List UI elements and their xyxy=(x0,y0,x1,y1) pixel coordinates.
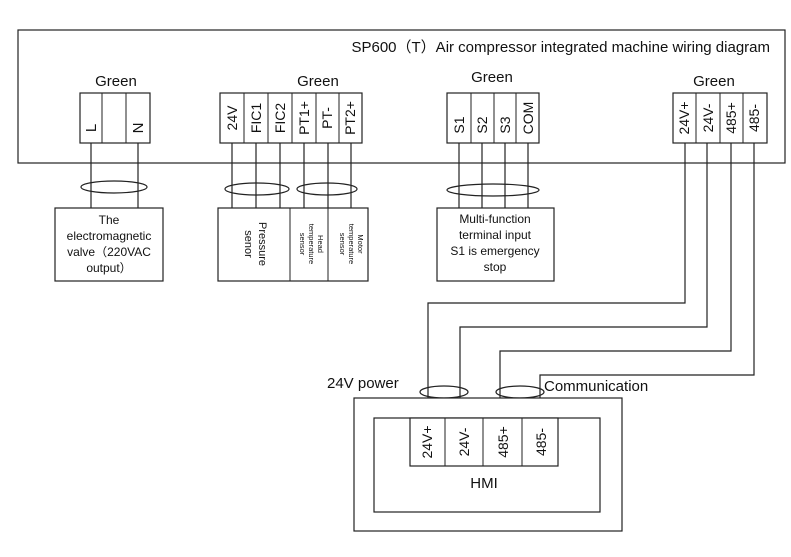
multifunction-device: Multi-function terminal input S1 is emer… xyxy=(436,207,555,282)
terminal-485-plus: 485+ xyxy=(723,102,739,134)
terminal-block-hmi: 24V+ 24V- 485+ 485- xyxy=(672,92,768,144)
head-temp-sensor-line3: sensor xyxy=(298,233,307,256)
hmi-device: 24V+ 24V- 485+ 485- HMI xyxy=(353,397,623,532)
terminal-COM: COM xyxy=(520,102,536,135)
terminal-block-sensors: 24V FIC1 FIC2 PT1+ PT- PT2+ xyxy=(219,92,363,144)
terminal-PT-minus: PT- xyxy=(319,107,335,129)
multifunction-line4: stop xyxy=(484,260,507,274)
terminal-PT2-plus: PT2+ xyxy=(342,101,358,135)
multifunction-line1: Multi-function xyxy=(459,212,530,226)
terminal-24V: 24V xyxy=(224,105,240,131)
hmi-terminal-24V-plus: 24V+ xyxy=(419,425,435,458)
wires-hmi xyxy=(419,143,755,418)
terminal-PT1-plus: PT1+ xyxy=(296,101,312,135)
diagram-title: SP600（T）Air compressor integrated machin… xyxy=(351,39,770,56)
multifunction-line2: terminal input xyxy=(459,228,532,242)
terminal-block-power: L N xyxy=(79,92,151,144)
valve-label-line4: output） xyxy=(86,261,131,275)
hmi-terminal-485-plus: 485+ xyxy=(495,426,511,458)
hmi-label: HMI xyxy=(470,475,498,492)
group-label-inputs: Green xyxy=(471,69,513,86)
valve-device: The electromagnetic valve（220VAC output） xyxy=(54,207,164,282)
sensors-device: Pressure senor Head temperature sensor M… xyxy=(217,207,369,282)
group-label-power: Green xyxy=(95,73,137,90)
terminal-FIC2: FIC2 xyxy=(272,103,288,134)
pressure-sensor-line2: senor xyxy=(242,230,254,258)
group-label-sensors: Green xyxy=(297,73,339,90)
hmi-terminal-24V-minus: 24V- xyxy=(456,427,472,456)
motor-temp-sensor-line1: Motor xyxy=(356,234,365,254)
wires-valve xyxy=(80,143,148,208)
terminal-L: L xyxy=(83,124,100,132)
group-label-hmi: Green xyxy=(693,73,735,90)
hmi-terminal-485-minus: 485- xyxy=(533,428,549,456)
terminal-S3: S3 xyxy=(497,116,513,133)
wires-sensors xyxy=(224,143,358,208)
communication-label: Communication xyxy=(544,378,648,395)
pressure-sensor-line1: Pressure xyxy=(256,222,268,266)
wires-inputs xyxy=(446,143,540,208)
terminal-485-minus: 485- xyxy=(746,104,762,132)
valve-label-line2: electromagnetic xyxy=(67,229,152,243)
power-label: 24V power xyxy=(327,375,399,392)
terminal-S1: S1 xyxy=(451,116,467,133)
valve-label-line3: valve（220VAC xyxy=(67,245,151,259)
terminal-S2: S2 xyxy=(474,116,490,133)
terminal-N: N xyxy=(130,123,147,134)
head-temp-sensor-line1: Head xyxy=(316,235,325,253)
head-temp-sensor-line2: temperature xyxy=(307,224,316,264)
motor-temp-sensor-line2: temperature xyxy=(347,224,356,264)
terminal-24V-minus: 24V- xyxy=(700,103,716,132)
multifunction-line3: S1 is emergency xyxy=(450,244,539,258)
motor-temp-sensor-line3: sensor xyxy=(338,233,347,256)
terminal-FIC1: FIC1 xyxy=(248,103,264,134)
valve-label-line1: The xyxy=(99,213,120,227)
terminal-block-inputs: S1 S2 S3 COM xyxy=(446,92,540,144)
terminal-24V-plus: 24V+ xyxy=(676,101,692,134)
